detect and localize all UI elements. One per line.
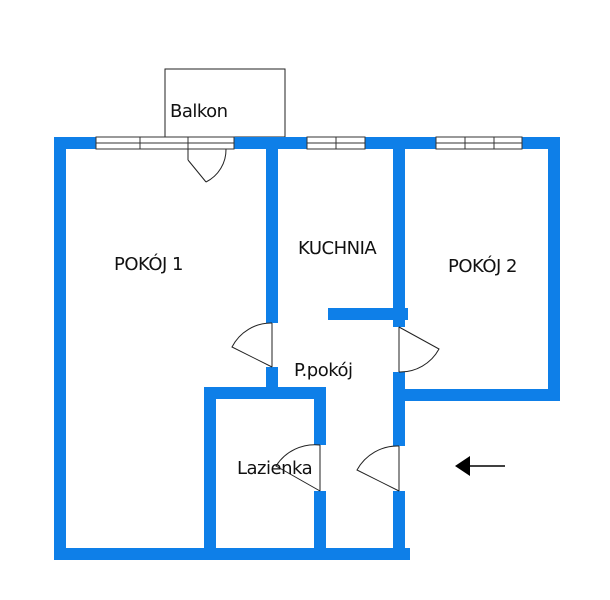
window-pokoj2 bbox=[435, 136, 523, 150]
door-pokoj1 bbox=[231, 322, 273, 368]
label-pokoj2: POKÓJ 2 bbox=[448, 255, 517, 277]
exterior-walls bbox=[54, 137, 560, 560]
door-pokoj2 bbox=[398, 326, 440, 373]
label-balkon: Balkon bbox=[170, 101, 228, 122]
door-lazienka bbox=[275, 444, 321, 492]
label-kuchnia: KUCHNIA bbox=[298, 238, 377, 259]
interior-walls bbox=[204, 137, 408, 560]
arrow-left-icon bbox=[455, 456, 505, 476]
window-pokoj1 bbox=[95, 136, 235, 150]
label-przedpokoj: P.pokój bbox=[294, 360, 353, 381]
label-lazienka: Lazienka bbox=[237, 458, 312, 479]
label-pokoj1: POKÓJ 1 bbox=[114, 253, 183, 275]
door-entrance bbox=[356, 445, 400, 492]
door-balcony bbox=[187, 148, 227, 183]
window-kuchnia bbox=[306, 136, 366, 150]
